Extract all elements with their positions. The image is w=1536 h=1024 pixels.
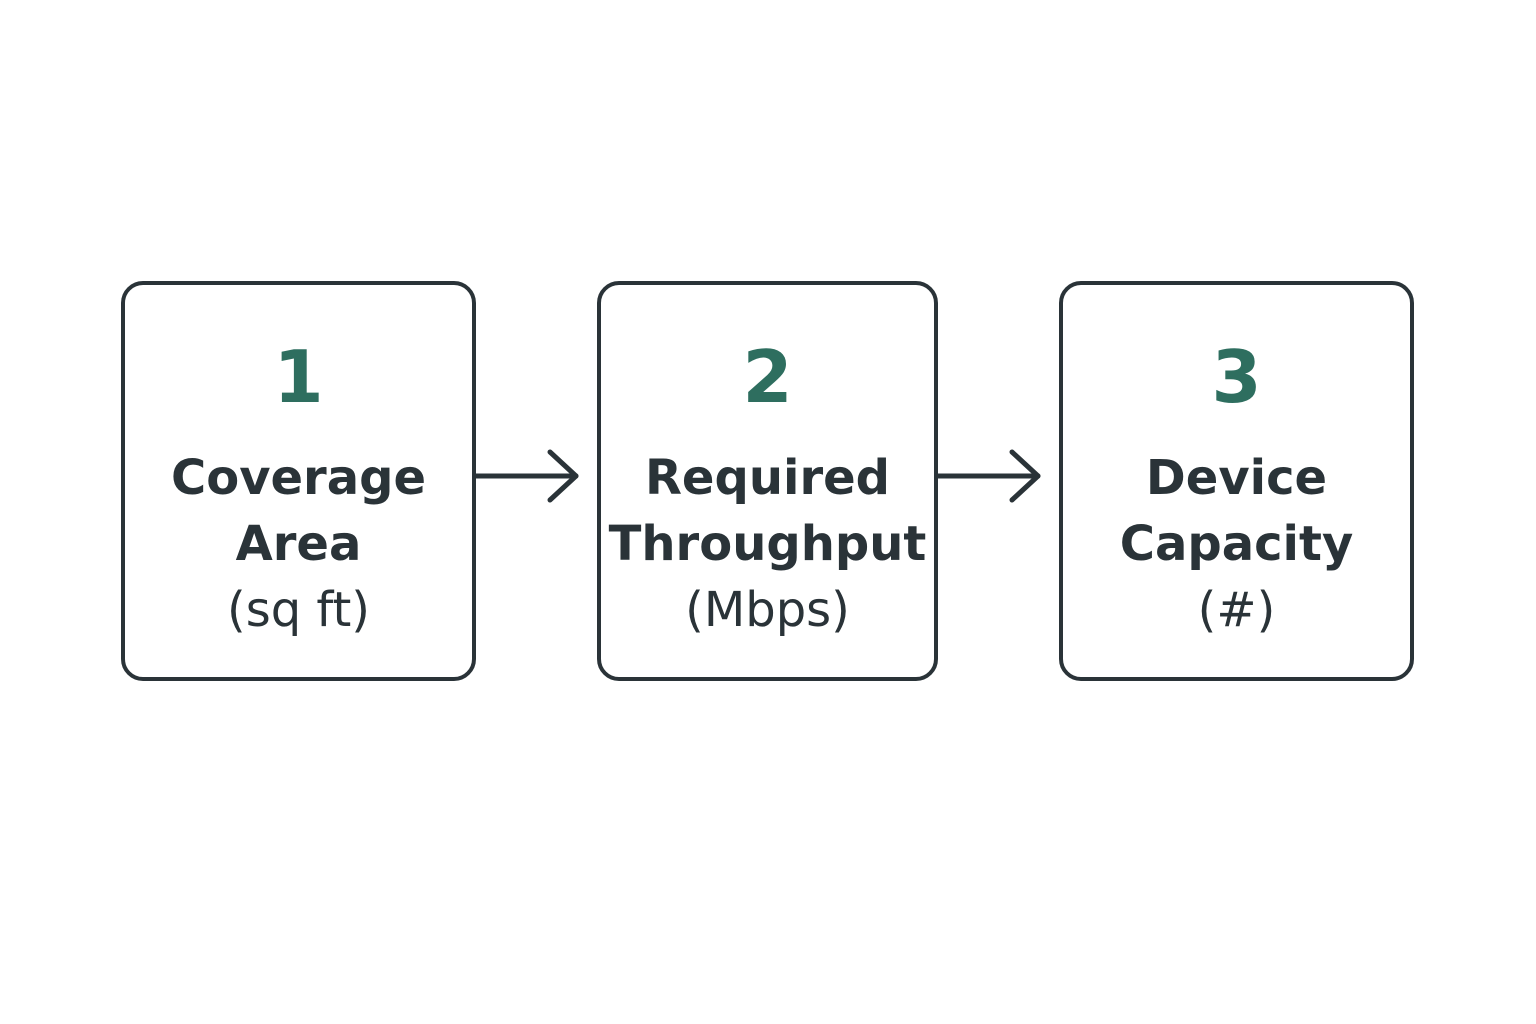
arrow-right-icon — [476, 449, 579, 503]
step-unit: (Mbps) — [685, 582, 850, 638]
step-number: 2 — [742, 335, 793, 419]
step-label: Required Throughput (Mbps) — [581, 445, 954, 643]
step-label-line: Throughput — [608, 516, 927, 572]
step-label-line: Area — [235, 516, 362, 572]
step-label-line: Coverage — [170, 450, 427, 506]
step-label-line: Device — [1145, 450, 1328, 506]
step-box-coverage-area: 1 Coverage Area (sq ft) — [121, 281, 476, 681]
step-label: Coverage Area (sq ft) — [105, 445, 492, 643]
step-unit: (sq ft) — [226, 582, 371, 638]
step-label-line: Capacity — [1119, 516, 1354, 572]
step-label: Device Capacity (#) — [1043, 445, 1430, 643]
step-label-line: Required — [644, 450, 891, 506]
arrow-right-icon — [938, 449, 1041, 503]
step-number: 1 — [273, 335, 324, 419]
step-number: 3 — [1211, 335, 1262, 419]
step-unit: (#) — [1197, 582, 1276, 638]
step-box-device-capacity: 3 Device Capacity (#) — [1059, 281, 1414, 681]
step-box-required-throughput: 2 Required Throughput (Mbps) — [597, 281, 938, 681]
